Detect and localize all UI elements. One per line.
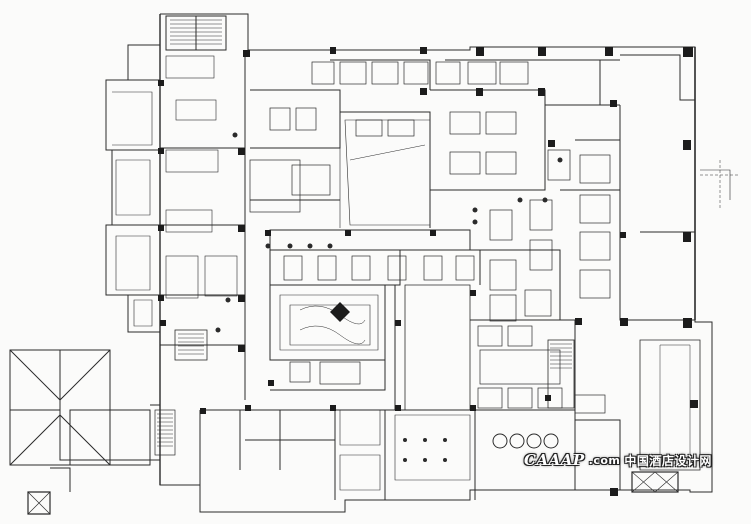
outer-wall	[10, 13, 713, 513]
atrium-pool	[289, 304, 371, 346]
watermark-logo-text: CAAAP	[524, 451, 585, 469]
plan-linework	[9, 13, 740, 515]
watermark-domain-suffix: .com	[588, 453, 621, 467]
structural-columns	[158, 47, 698, 496]
room-fixtures-central	[249, 159, 475, 385]
room-fixtures-east	[489, 149, 611, 322]
room-fixtures-north	[269, 61, 529, 175]
furniture-marks	[215, 132, 563, 462]
elevator-lobby	[477, 325, 563, 409]
site-watermark: CAAAP.com 中国酒店设计网	[524, 451, 712, 469]
watermark-chinese-text: 中国酒店设计网	[624, 453, 712, 468]
round-elements	[492, 433, 559, 449]
sw-pavilion	[9, 349, 61, 411]
dining-tables	[165, 55, 238, 299]
west-facade	[105, 44, 160, 333]
